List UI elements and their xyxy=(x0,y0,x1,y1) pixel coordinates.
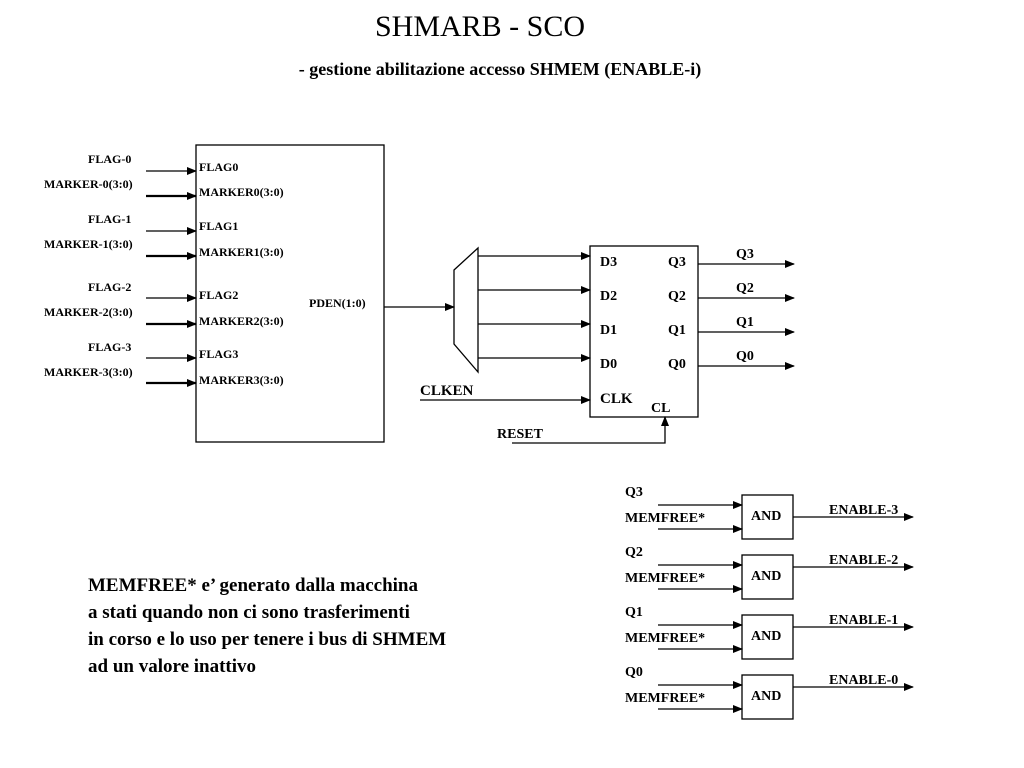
and-gate-2 xyxy=(741,554,794,600)
note-line-2: a stati quando non ci sono trasferimenti xyxy=(88,602,410,623)
out-q3: Q3 xyxy=(736,247,754,262)
pden-block xyxy=(195,144,385,443)
and1-memfree: MEMFREE* xyxy=(625,631,706,646)
reg-q3: Q3 xyxy=(668,255,686,270)
note-line-3: in corso e lo uso per tenere i bus di SH… xyxy=(88,629,447,650)
reg-d1: D1 xyxy=(600,323,618,338)
page-title: SHMARB - SCO xyxy=(374,10,586,43)
pin-marker0: MARKER0(3:0) xyxy=(199,185,284,199)
note-line-1: MEMFREE* e’ generato dalla macchina xyxy=(88,575,418,596)
and0-q: Q0 xyxy=(625,665,643,680)
pin-flag3: FLAG3 xyxy=(199,347,239,361)
reg-cl: CL xyxy=(651,401,671,416)
and1-label: AND xyxy=(751,629,782,644)
and-gate-1 xyxy=(741,614,794,660)
label-reset: RESET xyxy=(497,427,543,442)
label-marker-2: MARKER-2(3:0) xyxy=(44,305,133,319)
and2-memfree: MEMFREE* xyxy=(625,571,706,586)
and3-q: Q3 xyxy=(625,485,643,500)
pin-flag0: FLAG0 xyxy=(199,160,239,174)
label-flag-0: FLAG-0 xyxy=(88,152,132,166)
and2-enable: ENABLE-2 xyxy=(829,553,899,568)
decoder-block xyxy=(453,246,479,374)
reg-q1: Q1 xyxy=(668,323,686,338)
and2-q: Q2 xyxy=(625,545,643,560)
and0-label: AND xyxy=(751,689,782,704)
pin-marker2: MARKER2(3:0) xyxy=(199,314,284,328)
and0-enable: ENABLE-0 xyxy=(829,673,899,688)
out-q2: Q2 xyxy=(736,281,754,296)
out-q1: Q1 xyxy=(736,315,754,330)
pin-flag1: FLAG1 xyxy=(199,219,239,233)
label-flag-1: FLAG-1 xyxy=(88,212,132,226)
and1-q: Q1 xyxy=(625,605,643,620)
reset-wire xyxy=(512,416,669,444)
and1-enable: ENABLE-1 xyxy=(829,613,899,628)
label-marker-1: MARKER-1(3:0) xyxy=(44,237,133,251)
reg-q2: Q2 xyxy=(668,289,686,304)
pin-pden: PDEN(1:0) xyxy=(309,296,366,310)
label-flag-3: FLAG-3 xyxy=(88,340,132,354)
label-marker-3: MARKER-3(3:0) xyxy=(44,365,133,379)
memfree-note: MEMFREE* e’ generato dalla macchina a st… xyxy=(88,572,446,680)
pin-marker3: MARKER3(3:0) xyxy=(199,373,284,387)
label-flag-2: FLAG-2 xyxy=(88,280,132,294)
note-line-4: ad un valore inattivo xyxy=(88,656,257,677)
reg-clk: CLK xyxy=(600,391,633,407)
page-subtitle: - gestione abilitazione accesso SHMEM (E… xyxy=(298,59,702,79)
reg-d0: D0 xyxy=(600,357,618,372)
and-gate-0 xyxy=(741,674,794,720)
and2-label: AND xyxy=(751,569,782,584)
reg-q0: Q0 xyxy=(668,357,686,372)
and0-memfree: MEMFREE* xyxy=(625,691,706,706)
and3-enable: ENABLE-3 xyxy=(829,503,899,518)
pin-marker1: MARKER1(3:0) xyxy=(199,245,284,259)
reg-d3: D3 xyxy=(600,255,618,270)
and3-memfree: MEMFREE* xyxy=(625,511,706,526)
and3-label: AND xyxy=(751,509,782,524)
pin-flag2: FLAG2 xyxy=(199,288,239,302)
reg-d2: D2 xyxy=(600,289,618,304)
out-q0: Q0 xyxy=(736,349,754,364)
label-clken: CLKEN xyxy=(420,383,474,399)
label-marker-0: MARKER-0(3:0) xyxy=(44,177,133,191)
